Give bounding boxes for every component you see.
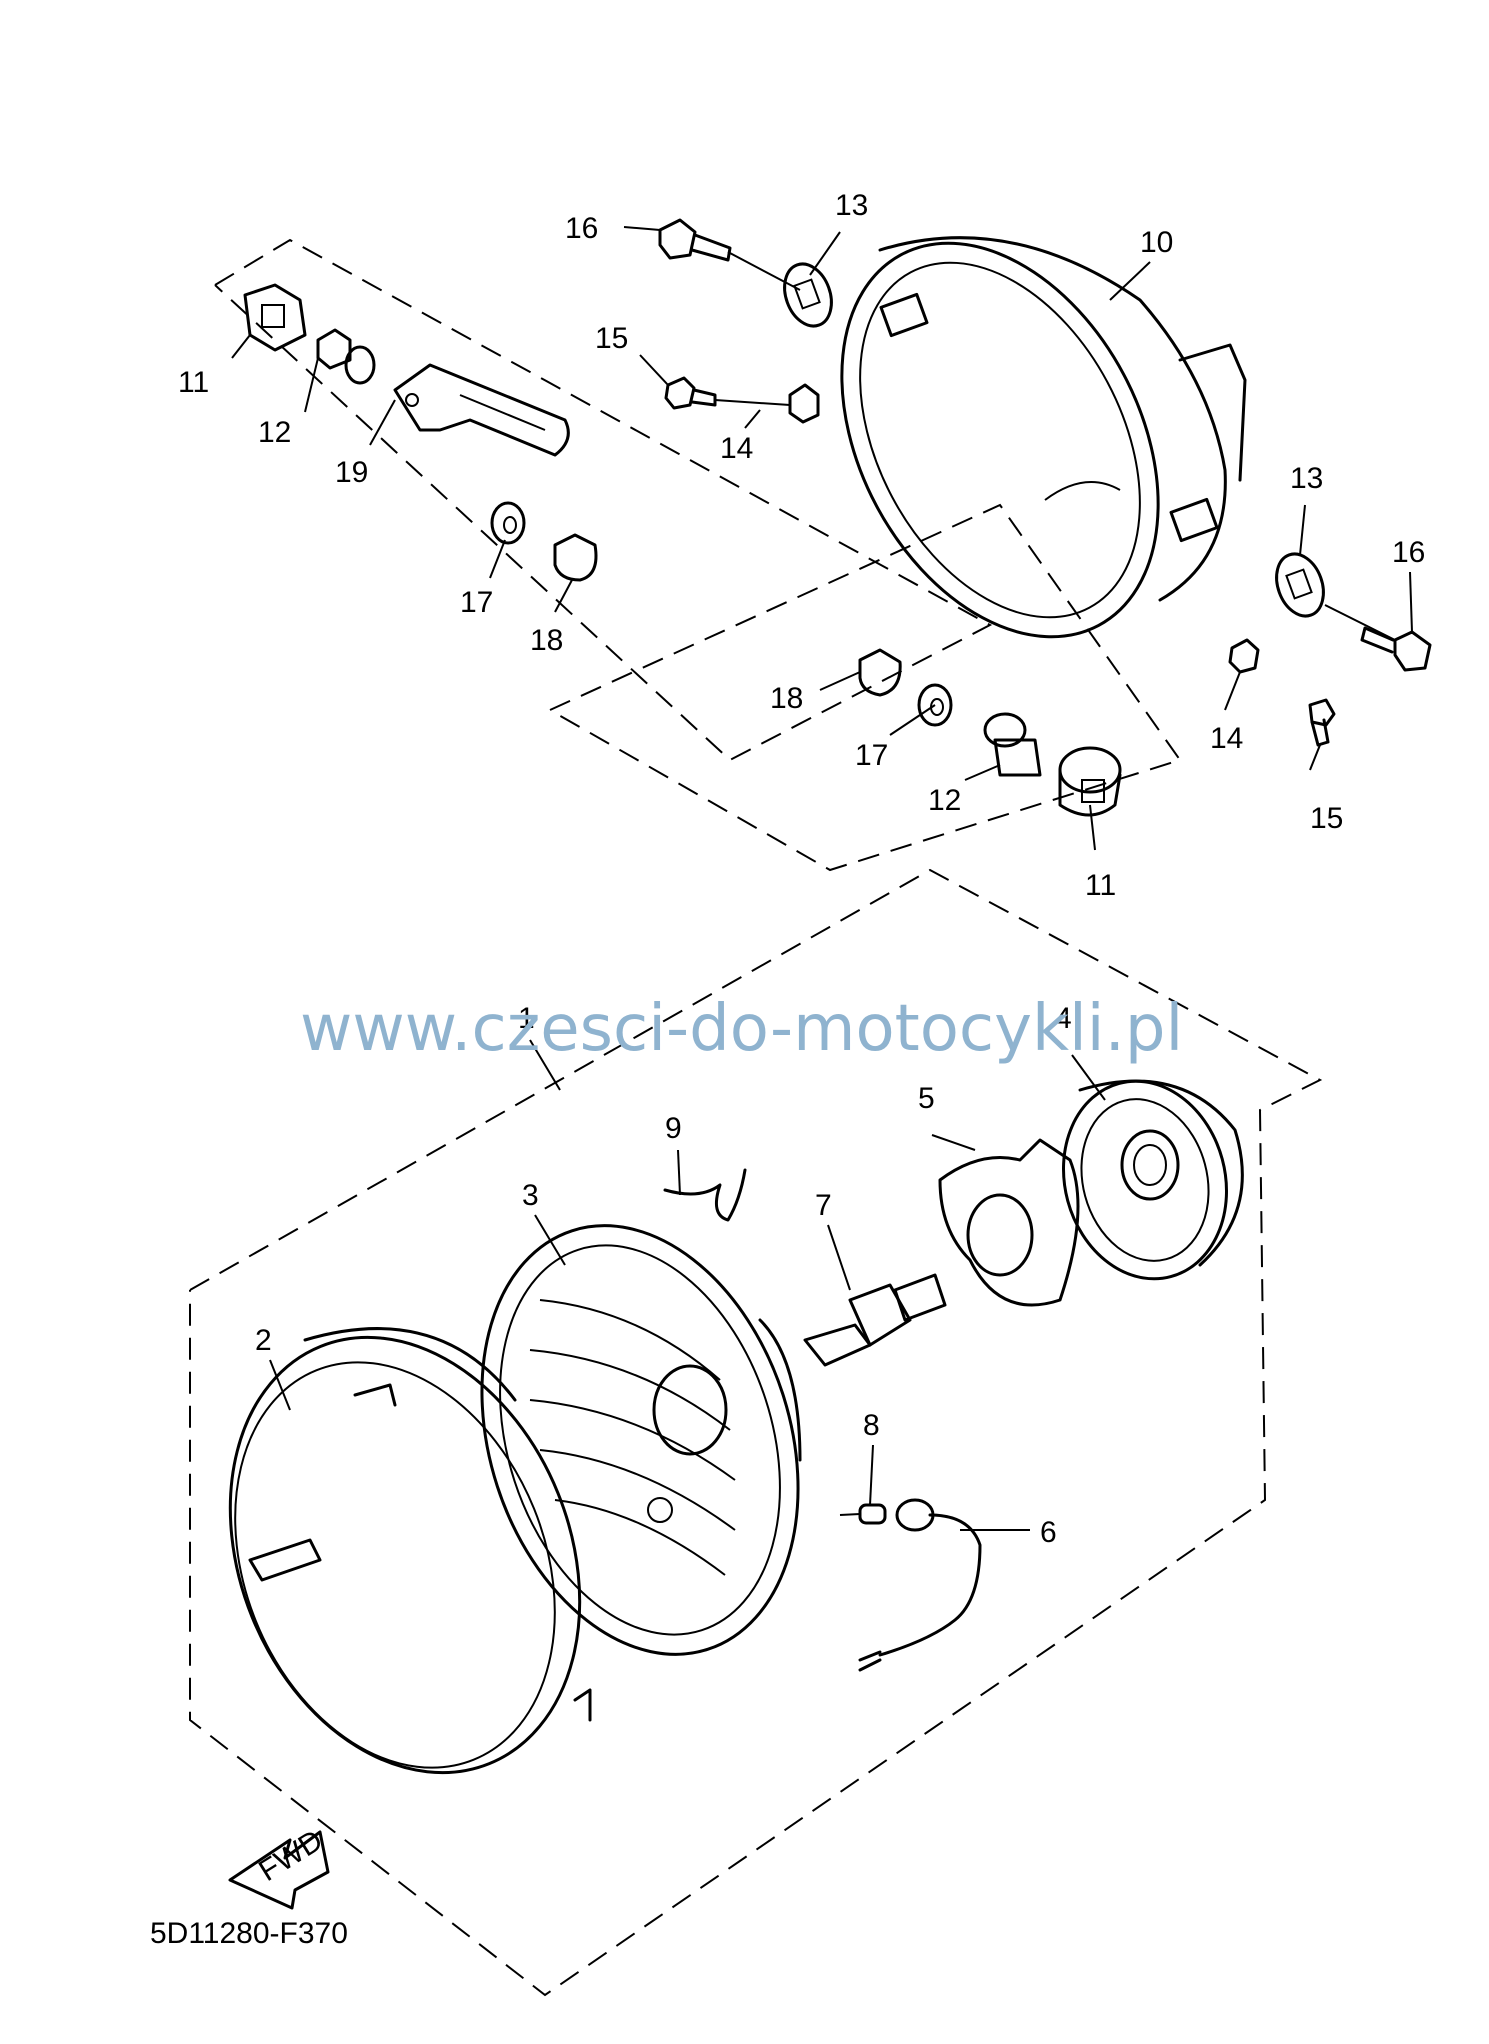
collar-12-lower [983, 712, 1042, 777]
screw-15-lower [1308, 698, 1336, 747]
callout-18-lower: 18 [770, 682, 803, 715]
callout-14-upper: 14 [720, 432, 753, 465]
callout-8: 8 [863, 1409, 880, 1442]
bolt-16-upper [658, 218, 732, 262]
callout-labels: 16 13 10 15 11 12 19 14 17 18 13 16 18 1… [178, 189, 1425, 1549]
callout-11-lower: 11 [1085, 869, 1116, 902]
rubber-damper-11-upper [243, 283, 307, 352]
callout-4: 4 [1055, 1002, 1072, 1035]
callout-7: 7 [815, 1189, 832, 1222]
website-watermark: www.czesci-do-motocykli.pl [300, 992, 1183, 1066]
headlight-bulb-7 [803, 1273, 947, 1367]
callout-16-upper: 16 [565, 212, 598, 245]
callout-15-upper: 15 [595, 322, 628, 355]
callout-5: 5 [918, 1082, 935, 1115]
cap-nut-18-upper [553, 533, 598, 582]
callout-11-upper: 11 [178, 366, 209, 399]
callout-9: 9 [665, 1112, 682, 1145]
forward-arrow: FWD [228, 1824, 330, 1910]
leader-lines [231, 226, 1413, 1531]
callout-3: 3 [522, 1179, 539, 1212]
lens-reflector-3 [480, 1224, 802, 1656]
bolt-16-lower [1360, 626, 1432, 672]
callout-13-lower: 13 [1290, 462, 1323, 495]
screw-15-upper [664, 376, 717, 410]
headlight-housing [840, 236, 1247, 639]
headlight-rim-2 [228, 1327, 592, 1775]
headlight-unit-frame [189, 868, 1323, 1997]
callout-14-lower: 14 [1210, 722, 1243, 755]
socket-cover-4 [1062, 1079, 1244, 1281]
diagram-code: 5D11280-F370 [150, 1917, 348, 1950]
callout-13-upper: 13 [835, 189, 868, 222]
callout-17-upper: 17 [460, 586, 493, 619]
position-bulb-8 [839, 1503, 887, 1525]
callout-10: 10 [1140, 226, 1173, 259]
callout-17-lower: 17 [855, 739, 888, 772]
bulb-retainer-5 [938, 1138, 1080, 1307]
nut-14-upper [788, 383, 820, 424]
callout-1: 1 [518, 1002, 535, 1035]
callout-6: 6 [1040, 1516, 1057, 1549]
callout-2: 2 [255, 1324, 272, 1357]
rubber-damper-11-lower [1058, 746, 1122, 817]
callout-12-lower: 12 [928, 784, 961, 817]
callout-18-upper: 18 [530, 624, 563, 657]
cap-nut-18-lower [858, 648, 902, 697]
grommet-13-lower [1275, 552, 1325, 618]
callout-19: 19 [335, 456, 368, 489]
socket-cord-6 [858, 1498, 982, 1672]
collar-12-upper [316, 328, 376, 385]
spring-clip-9 [663, 1168, 747, 1222]
callout-15-lower: 15 [1310, 802, 1343, 835]
washer-17-upper [490, 501, 526, 545]
upper-left-bracket-frame [214, 238, 993, 762]
grommet-13-upper [783, 262, 833, 328]
callout-16-lower: 16 [1392, 536, 1425, 569]
stay-bracket-19 [393, 363, 570, 457]
callout-12-upper: 12 [258, 416, 291, 449]
nut-14-lower [1228, 638, 1260, 674]
